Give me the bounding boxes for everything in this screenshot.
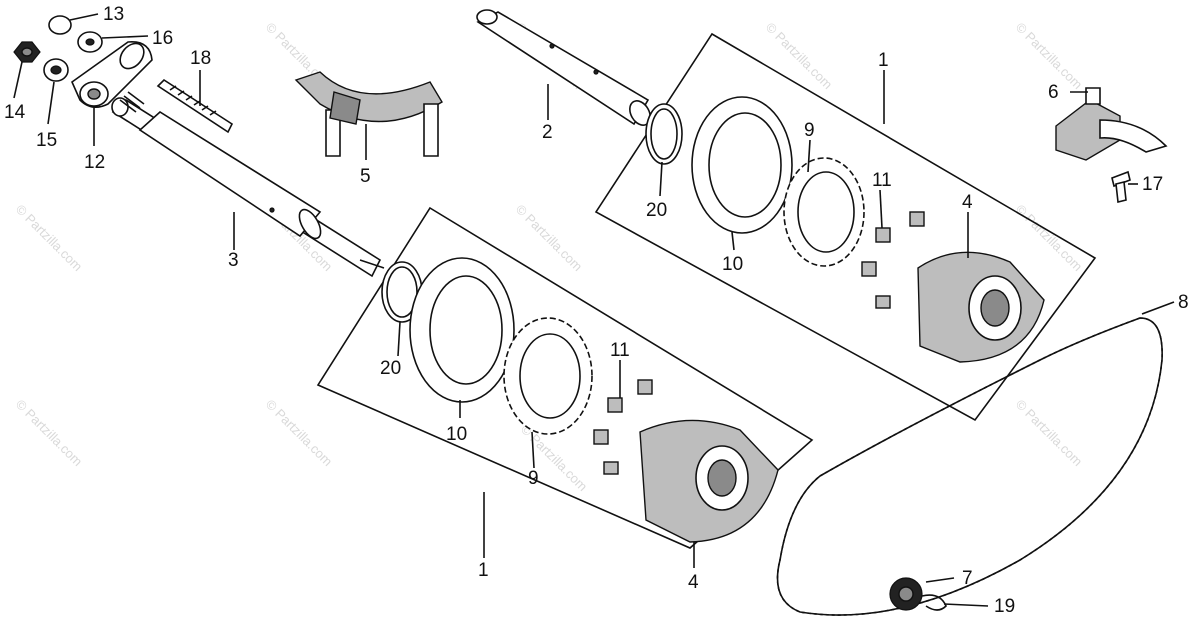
callout-1-lower: 1 [478, 560, 489, 581]
callout-11-lower: 11 [610, 340, 630, 361]
watermark: © Partzilla.com [1013, 202, 1086, 275]
callout-3: 3 [228, 250, 239, 271]
roller-11-upper-1 [875, 227, 891, 243]
callout-14: 14 [4, 102, 26, 123]
sprocket-9-upper [783, 157, 865, 267]
guide-6-part [1055, 87, 1168, 161]
callout-17: 17 [1142, 174, 1163, 195]
callout-13: 13 [103, 4, 124, 25]
callout-12: 12 [84, 152, 105, 173]
callout-5: 5 [360, 166, 371, 187]
callout-2: 2 [542, 122, 553, 143]
upper-assembly-parts [645, 96, 1045, 363]
callout-8: 8 [1178, 292, 1189, 313]
callout-4-lower: 4 [688, 572, 699, 593]
circlip-20-upper [645, 103, 683, 165]
callout-labels: 13 16 14 15 12 18 5 3 2 1 9 11 20 10 4 6… [4, 4, 1189, 617]
watermark: © Partzilla.com [763, 20, 836, 93]
callout-20-lower: 20 [380, 358, 401, 379]
bolt-18-part [156, 78, 234, 134]
shift-fork-part [294, 71, 443, 157]
washer-16-hole [85, 38, 95, 46]
plate-10-lower [409, 257, 515, 403]
roller-11-upper-4 [875, 295, 891, 309]
nut-14-hole [21, 47, 33, 57]
callout-15: 15 [36, 130, 57, 151]
watermark: © Partzilla.com [13, 397, 86, 470]
roller-11-lower-1 [607, 397, 623, 413]
washer-15-hole [50, 65, 62, 75]
drive-chain-8-outline [776, 317, 1163, 616]
roller-11-upper-3 [861, 261, 877, 277]
assembly-box-lower [316, 206, 814, 549]
assembly-box-upper [594, 32, 1097, 422]
callout-9-lower: 9 [528, 468, 539, 489]
callout-20-upper: 20 [646, 200, 667, 221]
roller-11-upper-2 [909, 211, 925, 227]
pin-19 [921, 594, 947, 611]
callout-6: 6 [1048, 82, 1059, 103]
callout-1-upper: 1 [878, 50, 889, 71]
main-shaft-part [111, 91, 385, 278]
callout-16: 16 [152, 28, 173, 49]
callout-7: 7 [962, 568, 973, 589]
plate-10-upper [691, 96, 793, 234]
lower-assembly-parts [381, 257, 779, 543]
roller-11-lower-2 [637, 379, 653, 395]
callout-11-upper: 11 [872, 170, 892, 191]
watermark: © Partzilla.com [513, 202, 586, 275]
sprocket-9-lower [503, 317, 593, 435]
shift-arm-part [71, 41, 153, 108]
callout-10-lower: 10 [446, 424, 467, 445]
roller-11-lower-3 [593, 429, 609, 445]
watermark: © Partzilla.com [1013, 397, 1086, 470]
callout-19: 19 [994, 596, 1015, 617]
roller-11-lower-4 [603, 461, 619, 475]
washer-13 [48, 15, 72, 35]
roller-7-hub [898, 586, 914, 602]
callout-9-upper: 9 [804, 120, 815, 141]
callout-10-upper: 10 [722, 254, 743, 275]
leader-lines [13, 13, 1175, 607]
callout-4-upper: 4 [962, 192, 973, 213]
watermark: © Partzilla.com [263, 397, 336, 470]
callout-18: 18 [190, 48, 211, 69]
watermark: © Partzilla.com [13, 202, 86, 275]
bolt-17-part [1111, 170, 1131, 203]
upper-shaft-part [476, 9, 651, 126]
